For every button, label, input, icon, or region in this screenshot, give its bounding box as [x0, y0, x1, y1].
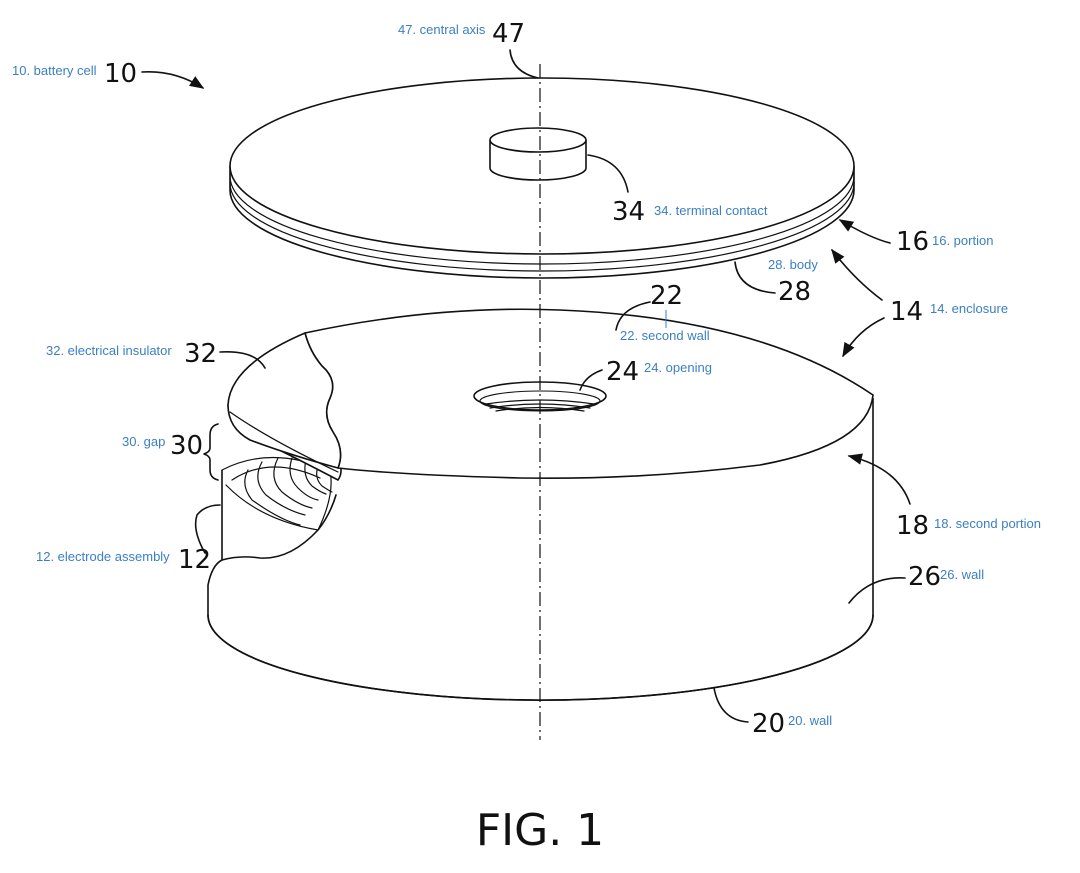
leader-24: [579, 369, 603, 391]
leader-20: [713, 687, 749, 723]
enclosure-top-wall: [227, 308, 874, 481]
leader-18: [847, 453, 911, 505]
reference-numerals: 10 47 34 16 28 14 22 24 32 30 12 18 26 2…: [104, 19, 941, 739]
lid: [229, 77, 855, 279]
annotation-18: 18. second portion: [934, 516, 1041, 531]
annotation-12: 12. electrode assembly: [36, 549, 170, 564]
annotation-30: 30. gap: [122, 434, 165, 449]
numeral-28: 28: [778, 277, 811, 307]
numeral-10: 10: [104, 59, 137, 89]
numeral-18: 18: [896, 511, 929, 541]
numeral-16: 16: [896, 227, 929, 257]
bracket-30: [203, 423, 219, 481]
insulator-top: [227, 332, 342, 469]
leader-10: [141, 71, 205, 89]
annotations: 10. battery cell 47. central axis 34. te…: [12, 22, 1041, 728]
annotation-32: 32. electrical insulator: [46, 343, 172, 358]
numeral-26: 26: [908, 562, 941, 592]
annotation-28: 28. body: [768, 257, 818, 272]
leader-34: [587, 154, 629, 193]
numeral-20: 20: [752, 709, 785, 739]
leader-28: [734, 261, 776, 294]
leader-26: [848, 577, 906, 604]
numeral-32: 32: [184, 339, 217, 369]
leader-22: [615, 301, 651, 331]
leader-32: [219, 351, 266, 369]
annotation-24: 24. opening: [644, 360, 712, 375]
annotation-16: 16. portion: [932, 233, 993, 248]
leader-14b: [842, 317, 885, 358]
numeral-47: 47: [492, 19, 525, 49]
leader-14a: [831, 248, 883, 301]
leader-12: [194, 504, 221, 554]
annotation-20: 20. wall: [788, 713, 832, 728]
annotation-34: 34. terminal contact: [654, 203, 768, 218]
numeral-24: 24: [606, 357, 639, 387]
leader-16: [838, 219, 891, 244]
leader-47: [509, 49, 539, 79]
annotation-10: 10. battery cell: [12, 63, 97, 78]
numeral-30: 30: [170, 431, 203, 461]
annotation-14: 14. enclosure: [930, 301, 1008, 316]
annotation-22: 22. second wall: [620, 328, 710, 343]
numeral-34: 34: [612, 197, 645, 227]
leader-lines: [141, 49, 911, 723]
figure-caption: FIG. 1: [476, 805, 604, 856]
numeral-14: 14: [890, 297, 923, 327]
numeral-12: 12: [178, 545, 211, 575]
annotation-47: 47. central axis: [398, 22, 486, 37]
terminal-contact-top: [489, 127, 587, 153]
cutaway-edge: [221, 494, 337, 561]
annotation-26: 26. wall: [940, 567, 984, 582]
numeral-22: 22: [650, 281, 683, 311]
